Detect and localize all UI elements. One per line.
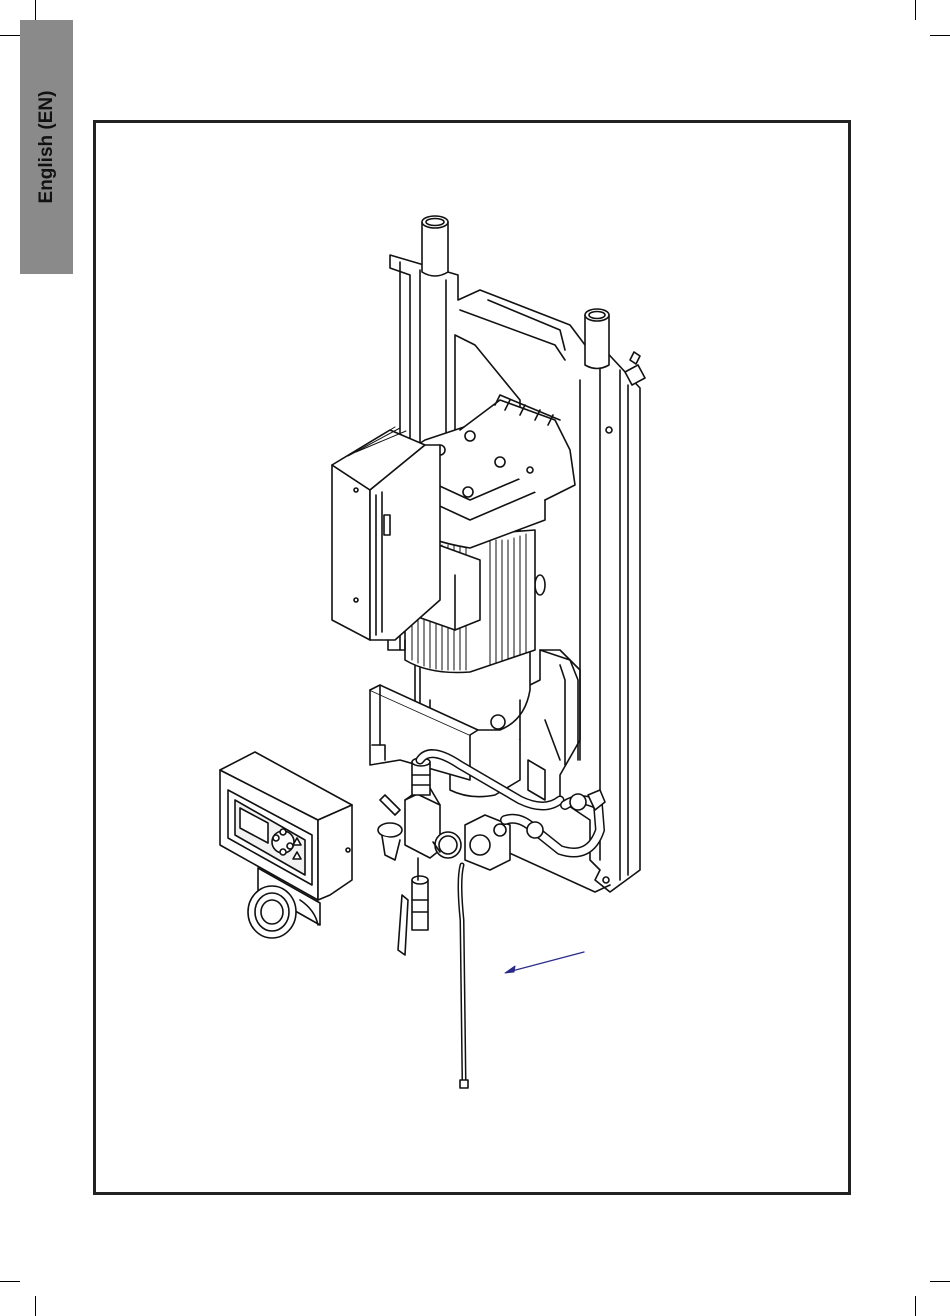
remote-control-panel	[220, 752, 352, 938]
leader-arrow	[505, 952, 584, 973]
manifold-valves	[378, 754, 605, 1088]
